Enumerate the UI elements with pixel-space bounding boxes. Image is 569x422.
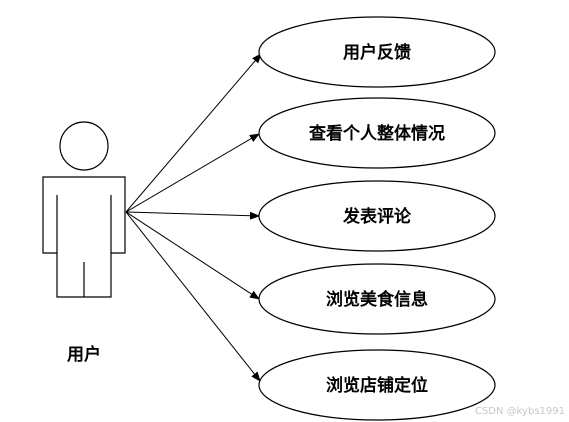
use-case-label: 发表评论 [342, 206, 412, 227]
use-case-ellipse [258, 263, 496, 335]
watermark-text: CSDN @kybs1991 [475, 406, 565, 417]
use-case-3: 发表评论 [258, 180, 496, 252]
association-arrow-3 [125, 211, 260, 220]
use-case-label: 查看个人整体情况 [308, 123, 445, 144]
association-arrow-2 [125, 133, 260, 213]
use-case-ellipse [258, 97, 496, 169]
actor-figure [42, 121, 126, 298]
use-case-5: 浏览店铺定位 [258, 349, 496, 421]
use-case-label: 用户反馈 [343, 42, 411, 63]
association-arrow-4 [125, 211, 260, 300]
association-arrow-1 [125, 53, 262, 213]
association-arrow-5 [125, 211, 261, 382]
use-case-label: 浏览美食信息 [326, 289, 428, 310]
associations [125, 53, 262, 382]
actor-body [42, 176, 126, 298]
use-case-label: 浏览店铺定位 [326, 375, 428, 396]
use-case-1: 用户反馈 [258, 16, 496, 88]
actor-label: 用户 [67, 344, 101, 365]
use-case-4: 浏览美食信息 [258, 263, 496, 335]
use-case-ellipse [258, 180, 496, 252]
use-case-ellipse [258, 16, 496, 88]
use-case-ellipse [258, 349, 496, 421]
use-case-2: 查看个人整体情况 [258, 97, 496, 169]
actor-head [59, 121, 109, 171]
